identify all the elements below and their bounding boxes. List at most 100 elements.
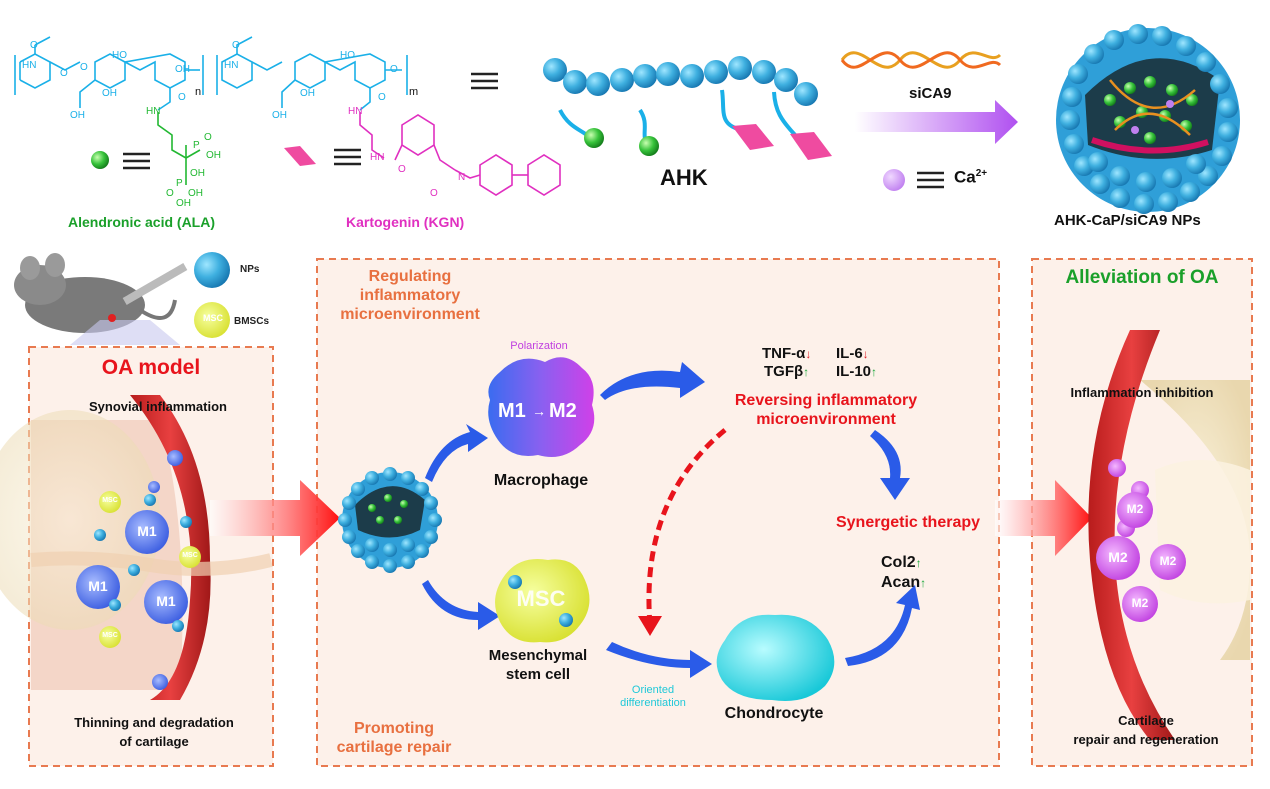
mesenchymal-label-1: Mesenchymal (488, 647, 588, 664)
m2-label-2: M2 (1108, 549, 1128, 565)
svg-text:O: O (60, 68, 68, 79)
svg-text:O: O (232, 40, 240, 51)
legend-msc-icon (194, 302, 230, 338)
oa-cells (76, 450, 201, 690)
legend-nps-label: NPs (240, 264, 260, 275)
svg-text:OH: OH (190, 168, 205, 179)
m2-label-4: M2 (1131, 596, 1149, 610)
svg-text:O: O (166, 188, 174, 199)
m2-label-3: M2 (1159, 554, 1177, 568)
oa-joint-illustration (0, 395, 273, 700)
promoting-label-2: cartilage repair (336, 739, 452, 756)
equivalence-sign-4 (917, 171, 944, 189)
svg-text:N: N (458, 172, 465, 183)
reversing-label-2: microenvironment (756, 411, 896, 428)
equivalence-sign-2 (334, 148, 361, 166)
svg-text:O: O (30, 40, 38, 51)
sica9-helix (840, 51, 1002, 69)
acan-label: Acan↑ (881, 574, 927, 591)
arrow-np-to-msc (422, 580, 500, 630)
hyaluronic-ala-structure (14, 36, 408, 111)
svg-text:HN: HN (370, 152, 384, 163)
up-arrow-icon: ↑ (915, 556, 922, 570)
col2-label: Col2↑ (881, 554, 922, 571)
panel-mechanism (316, 258, 1000, 767)
oa-msc-label-2: MSC (102, 632, 118, 639)
sica9-label: siCA9 (909, 85, 952, 102)
legend-np-icon (194, 252, 230, 288)
regulating-label-3: microenvironment (340, 306, 480, 323)
dashed-arrow-head (638, 616, 662, 636)
cartilage-label-2: repair and regeneration (1073, 732, 1219, 747)
svg-text:HO: HO (112, 50, 127, 61)
oa-m1-label-2: M1 (88, 578, 108, 594)
tnf-label: TNF-α↓ (762, 345, 812, 362)
svg-text:O: O (390, 64, 398, 75)
cartilage-label-1: Cartilage (1118, 713, 1174, 728)
reversing-label-1: Reversing inflammatory (734, 392, 918, 409)
thinning-label-1: Thinning and degradation (74, 715, 234, 730)
arrow-chondrocyte-to-synergetic (845, 585, 920, 666)
macrophage-m2-label: M2 (549, 400, 577, 422)
svg-text:OH: OH (102, 88, 117, 99)
nanoparticle-medium (338, 467, 442, 573)
macrophage-label: Macrophage (493, 472, 589, 489)
calcium-label: Ca2+ (954, 167, 988, 187)
arrow-msc-to-chondrocyte (606, 642, 712, 678)
assembly-arrow (855, 100, 1018, 144)
arrow-np-to-macrophage (425, 424, 488, 482)
svg-text:O: O (430, 188, 438, 199)
mesenchymal-label-2: stem cell (505, 666, 571, 683)
svg-text:OH: OH (272, 110, 287, 121)
chondrocyte-cell (716, 614, 835, 702)
alleviation-title: Alleviation of OA (1065, 267, 1219, 288)
svg-text:HN: HN (146, 106, 160, 117)
svg-text:OH: OH (300, 88, 315, 99)
mouse-illustration (14, 253, 188, 345)
m2-label-1: M2 (1126, 502, 1144, 516)
svg-text:O: O (378, 92, 386, 103)
svg-text:OH: OH (175, 64, 190, 75)
tgf-label: TGFβ↑ (764, 363, 810, 380)
equivalence-sign-1 (123, 152, 150, 170)
svg-text:O: O (398, 164, 406, 175)
oa-m1-label-1: M1 (137, 523, 157, 539)
dashed-arrow-reversing-to-chondrocyte (646, 428, 727, 626)
kgn-label: Kartogenin (KGN) (346, 214, 465, 230)
equivalence-sign-3 (471, 72, 498, 90)
svg-text:OH: OH (176, 198, 191, 209)
svg-text:OH: OH (206, 150, 221, 161)
ala-side-chain (157, 112, 201, 185)
oa-msc-label-1: MSC (102, 497, 118, 504)
legend-bmscs-label: BMSCs (234, 316, 270, 327)
msc-cell-label: MSC (516, 586, 566, 611)
svg-text:HN: HN (224, 60, 238, 71)
subscript-m: m (409, 86, 419, 98)
ahk-label: AHK (660, 165, 708, 190)
up-arrow-icon: ↑ (920, 576, 927, 590)
svg-text:P: P (193, 140, 200, 151)
legend-msc-text: MSC (203, 313, 223, 323)
red-arrow-left (210, 480, 340, 556)
np-label: AHK-CaP/siCA9 NPs (1054, 212, 1201, 229)
ala-label: Alendronic acid (ALA) (68, 214, 216, 230)
inflammation-inhibition-label: Inflammation inhibition (1070, 385, 1214, 400)
oa-msc-label-3: MSC (182, 552, 198, 559)
regulating-label-1: Regulating (368, 268, 452, 285)
synovial-inflammation-label: Synovial inflammation (89, 399, 227, 414)
ala-bead-symbol (91, 151, 109, 169)
alleviation-cells (1096, 459, 1186, 622)
calcium-symbol (883, 169, 905, 191)
down-arrow-icon: ↓ (862, 347, 869, 361)
svg-text:O: O (178, 92, 186, 103)
kgn-side-chain (359, 112, 561, 196)
oa-m1-label-3: M1 (156, 593, 176, 609)
promoting-label-1: Promoting (354, 720, 434, 737)
oa-model-title: OA model (101, 356, 201, 379)
thinning-label-2: of cartilage (119, 734, 189, 749)
svg-text:OH: OH (188, 188, 203, 199)
oriented-label-1: Oriented (631, 684, 675, 696)
svg-text:HN: HN (348, 106, 362, 117)
